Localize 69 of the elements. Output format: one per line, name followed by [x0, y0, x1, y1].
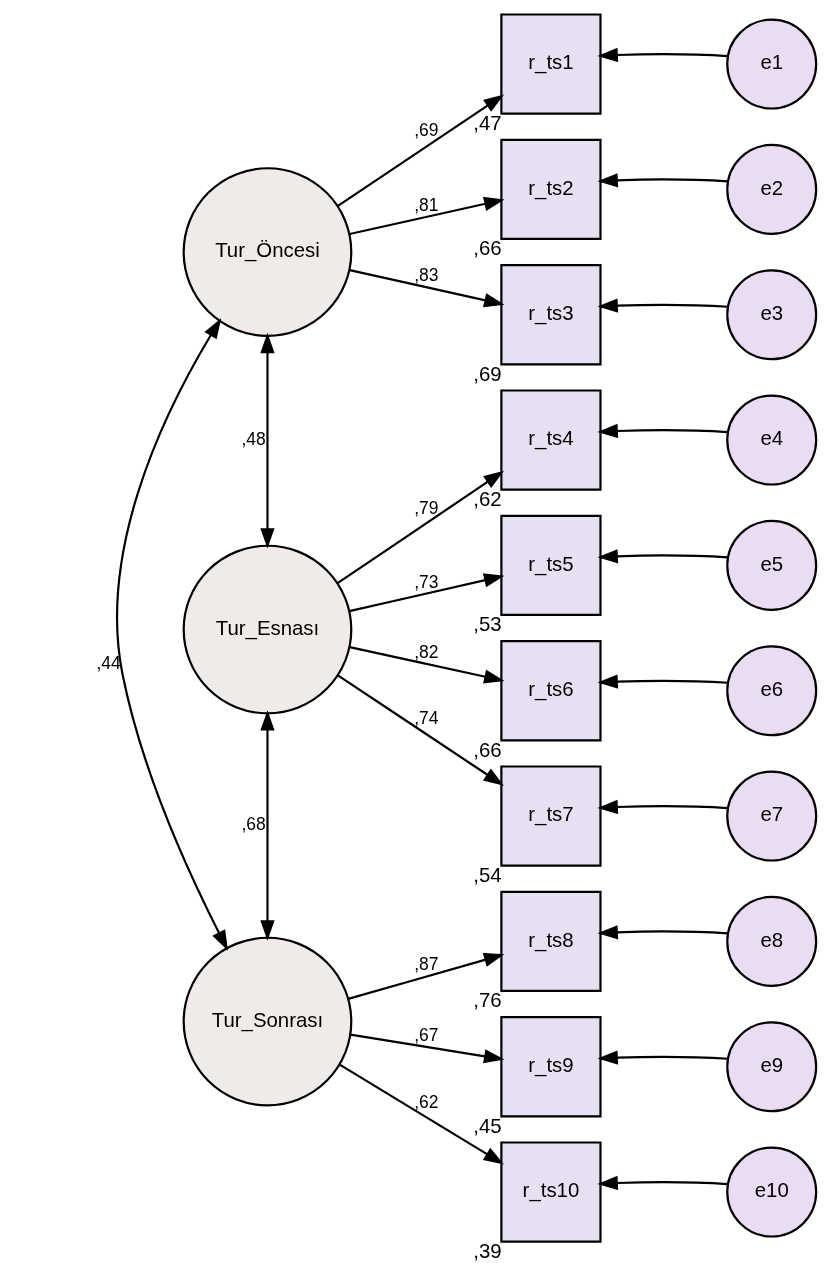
- arrow: [348, 269, 505, 308]
- node-label: ,53: [472, 613, 502, 636]
- arrow: [348, 573, 504, 613]
- arrow: [115, 318, 228, 951]
- arrow: [336, 470, 504, 585]
- node-circle: e4: [725, 394, 817, 486]
- arrow: [349, 1033, 504, 1064]
- edge-label: ,62: [413, 1092, 438, 1113]
- arrow: [347, 953, 504, 1000]
- node-box: r_ts8: [499, 890, 602, 993]
- node-label: ,69: [472, 362, 502, 385]
- edge-label: ,87: [413, 953, 438, 974]
- node-label: ,47: [472, 111, 502, 134]
- arrow: [348, 196, 505, 236]
- node-circle: e8: [725, 895, 817, 987]
- node-box: r_ts1: [499, 13, 602, 115]
- edge-label: ,67: [413, 1025, 438, 1046]
- node-circle: e7: [725, 770, 817, 862]
- node-box: r_ts4: [499, 389, 602, 491]
- node-label: ,66: [472, 738, 502, 761]
- edge-label: ,48: [240, 429, 266, 450]
- arrow: [596, 1050, 728, 1065]
- edge-label: ,83: [413, 264, 438, 285]
- arrow: [596, 298, 728, 313]
- edge-label: ,79: [413, 497, 438, 518]
- node-label: ,76: [472, 989, 502, 1012]
- arrow: [348, 646, 505, 684]
- edge-label: ,81: [413, 194, 438, 215]
- edge-label: ,73: [413, 572, 438, 593]
- node-circle: e5: [725, 519, 817, 611]
- node-box: r_ts6: [499, 640, 602, 742]
- node-box: r_ts5: [499, 514, 602, 617]
- node-label: ,66: [472, 237, 502, 260]
- node-box: r_ts3: [499, 264, 602, 366]
- node-label: ,54: [472, 863, 502, 886]
- node-label: ,39: [472, 1239, 502, 1262]
- node-label: ,45: [472, 1114, 502, 1137]
- node-box: r_ts10: [499, 1141, 602, 1243]
- edge-label: ,69: [413, 120, 438, 141]
- node-circle: Tur_Esnası: [182, 544, 352, 715]
- arrow: [596, 47, 728, 63]
- arrow: [596, 674, 728, 689]
- arrow: [596, 925, 728, 940]
- edge-label: ,68: [240, 814, 266, 835]
- arrow: [596, 1175, 728, 1191]
- node-circle: e2: [725, 143, 817, 235]
- node-circle: Tur_Öncesi: [182, 167, 352, 337]
- node-circle: e9: [725, 1021, 817, 1113]
- node-circle: Tur_Sonrası: [182, 936, 352, 1107]
- edge-label: ,44: [95, 653, 121, 674]
- arrow: [596, 799, 728, 815]
- node-box: r_ts7: [499, 765, 602, 867]
- edge-label: ,82: [413, 642, 438, 663]
- arrow: [596, 549, 728, 564]
- node-circle: e6: [725, 645, 817, 737]
- node-box: r_ts2: [499, 138, 602, 241]
- arrow: [596, 423, 728, 439]
- arrow: [338, 1063, 504, 1165]
- arrow: [337, 674, 504, 786]
- arrow: [259, 332, 275, 549]
- arrow: [336, 94, 504, 207]
- arrow: [259, 710, 275, 941]
- arrow: [596, 173, 728, 188]
- node-label: ,62: [472, 487, 502, 510]
- edge-label: ,74: [413, 707, 438, 728]
- node-circle: e3: [725, 269, 817, 361]
- node-circle: e1: [725, 18, 817, 110]
- node-box: r_ts9: [499, 1016, 602, 1118]
- node-circle: e10: [725, 1146, 817, 1238]
